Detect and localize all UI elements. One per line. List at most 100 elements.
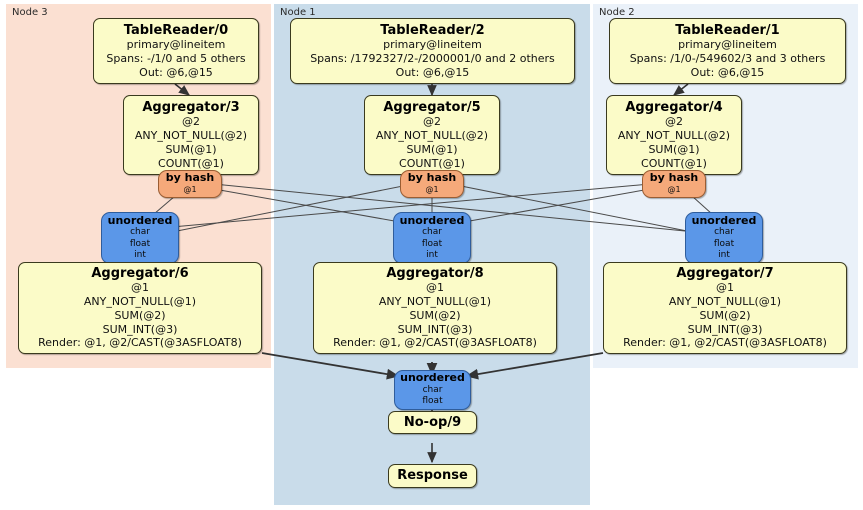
edge-hashR-syncR [691, 195, 713, 215]
sync-title: unordered [399, 213, 465, 227]
node-tablereader-0[interactable]: TableReader/0 primary@lineitem Spans: -/… [93, 18, 259, 84]
node-title: TableReader/2 [380, 22, 485, 38]
sync-title: unordered [400, 371, 465, 385]
node-detail: primary@lineitem [126, 37, 226, 51]
node-detail: SUM_INT(@3) [397, 322, 473, 336]
sync-type: int [134, 250, 146, 261]
node-detail: SUM_INT(@3) [102, 322, 178, 336]
router-title: by hash [165, 171, 215, 185]
router-column: @1 [183, 185, 197, 195]
sync-type: char [422, 385, 443, 396]
node-title: Aggregator/7 [676, 265, 774, 281]
node-aggregator-6[interactable]: Aggregator/6 @1 ANY_NOT_NULL(@1) SUM(@2)… [18, 262, 262, 354]
sync-type: int [426, 250, 438, 261]
node-detail: @2 [665, 114, 683, 128]
router-column: @1 [425, 185, 439, 195]
panel-node-3-label: Node 3 [12, 7, 48, 18]
edge-hashC-syncR [455, 184, 693, 233]
node-detail: @2 [182, 114, 200, 128]
node-detail: Out: @6,@15 [139, 65, 213, 79]
node-detail: ANY_NOT_NULL(@2) [134, 128, 248, 142]
node-tablereader-2[interactable]: TableReader/2 primary@lineitem Spans: /1… [290, 18, 575, 84]
node-detail: SUM(@2) [114, 308, 166, 322]
node-render: Render: @1, @2/CAST(@3ASFLOAT8) [623, 336, 827, 350]
sync-type: float [129, 238, 151, 249]
node-tablereader-1[interactable]: TableReader/1 primary@lineitem Spans: /1… [609, 18, 846, 84]
router-title: by hash [407, 171, 457, 185]
router-by-hash-left[interactable]: by hash @1 [158, 170, 222, 198]
sync-type: int [718, 250, 730, 261]
node-detail: SUM(@1) [406, 142, 458, 156]
node-title: TableReader/1 [675, 22, 780, 38]
node-detail: SUM(@1) [165, 142, 217, 156]
panel-node-2-label: Node 2 [599, 7, 635, 18]
node-render: Render: @1, @2/CAST(@3ASFLOAT8) [333, 336, 537, 350]
node-detail: COUNT(@1) [399, 156, 465, 170]
node-title: No-op/9 [403, 414, 462, 430]
node-title: Aggregator/5 [383, 99, 481, 115]
node-detail: ANY_NOT_NULL(@1) [668, 294, 782, 308]
edge-agg6-final [261, 352, 400, 380]
node-detail: SUM_INT(@3) [687, 322, 763, 336]
edge-tr1-agg4 [672, 83, 689, 96]
node-detail: Spans: -/1/0 and 5 others [106, 51, 246, 65]
sync-type: char [714, 227, 734, 238]
edge-hashR-syncC [463, 188, 651, 223]
edge-tr0-agg3 [174, 83, 191, 96]
node-detail: @1 [426, 281, 444, 295]
edge-hashL-syncR [213, 183, 686, 232]
node-render: Render: @1, @2/CAST(@3ASFLOAT8) [38, 336, 242, 350]
edge-hashL-syncL [153, 195, 176, 215]
node-detail: COUNT(@1) [641, 156, 707, 170]
node-detail: Spans: /1/0-/549602/3 and 3 others [629, 51, 826, 65]
node-aggregator-5[interactable]: Aggregator/5 @2 ANY_NOT_NULL(@2) SUM(@1)… [364, 95, 500, 175]
node-aggregator-4[interactable]: Aggregator/4 @2 ANY_NOT_NULL(@2) SUM(@1)… [606, 95, 742, 175]
sync-title: unordered [691, 213, 757, 227]
node-title: TableReader/0 [123, 22, 229, 38]
node-title: Response [397, 468, 468, 484]
router-by-hash-center[interactable]: by hash @1 [400, 170, 464, 198]
sync-title: unordered [107, 213, 173, 227]
node-detail: primary@lineitem [678, 37, 777, 51]
router-title: by hash [649, 171, 699, 185]
sync-type: float [422, 396, 443, 407]
edge-agg7-final [465, 352, 604, 380]
sync-type: float [421, 238, 443, 249]
node-detail: @2 [423, 114, 441, 128]
edge-hashC-syncL [171, 184, 409, 233]
node-response[interactable]: Response [388, 464, 477, 488]
node-detail: ANY_NOT_NULL(@2) [617, 128, 731, 142]
node-detail: ANY_NOT_NULL(@1) [378, 294, 492, 308]
node-aggregator-8[interactable]: Aggregator/8 @1 ANY_NOT_NULL(@1) SUM(@2)… [313, 262, 557, 354]
node-detail: Out: @6,@15 [395, 65, 470, 79]
node-detail: Out: @6,@15 [690, 65, 765, 79]
node-noop-9[interactable]: No-op/9 [388, 411, 477, 434]
node-detail: SUM(@2) [699, 308, 751, 322]
node-aggregator-7[interactable]: Aggregator/7 @1 ANY_NOT_NULL(@1) SUM(@2)… [603, 262, 847, 354]
sync-type: char [422, 227, 442, 238]
synchronizer-unordered-final[interactable]: unordered char float [394, 370, 471, 410]
panel-node-1-label: Node 1 [280, 7, 316, 18]
router-by-hash-right[interactable]: by hash @1 [642, 170, 706, 198]
node-title: Aggregator/8 [386, 265, 484, 281]
sync-type: char [130, 227, 150, 238]
sync-type: float [713, 238, 735, 249]
router-column: @1 [667, 185, 681, 195]
synchronizer-unordered-right[interactable]: unordered char float int [685, 212, 763, 264]
synchronizer-unordered-center[interactable]: unordered char float int [393, 212, 471, 264]
node-title: Aggregator/6 [91, 265, 189, 281]
node-title: Aggregator/4 [625, 99, 723, 115]
edge-hashR-syncL [171, 183, 651, 228]
node-detail: @1 [131, 281, 149, 295]
node-detail: SUM(@1) [648, 142, 700, 156]
node-detail: Spans: /1792327/2-/2000001/0 and 2 other… [310, 51, 555, 65]
node-aggregator-3[interactable]: Aggregator/3 @2 ANY_NOT_NULL(@2) SUM(@1)… [123, 95, 259, 175]
node-detail: SUM(@2) [409, 308, 461, 322]
node-detail: COUNT(@1) [158, 156, 224, 170]
node-detail: ANY_NOT_NULL(@1) [83, 294, 197, 308]
synchronizer-unordered-left[interactable]: unordered char float int [101, 212, 179, 264]
node-title: Aggregator/3 [142, 99, 240, 115]
node-detail: @1 [716, 281, 734, 295]
